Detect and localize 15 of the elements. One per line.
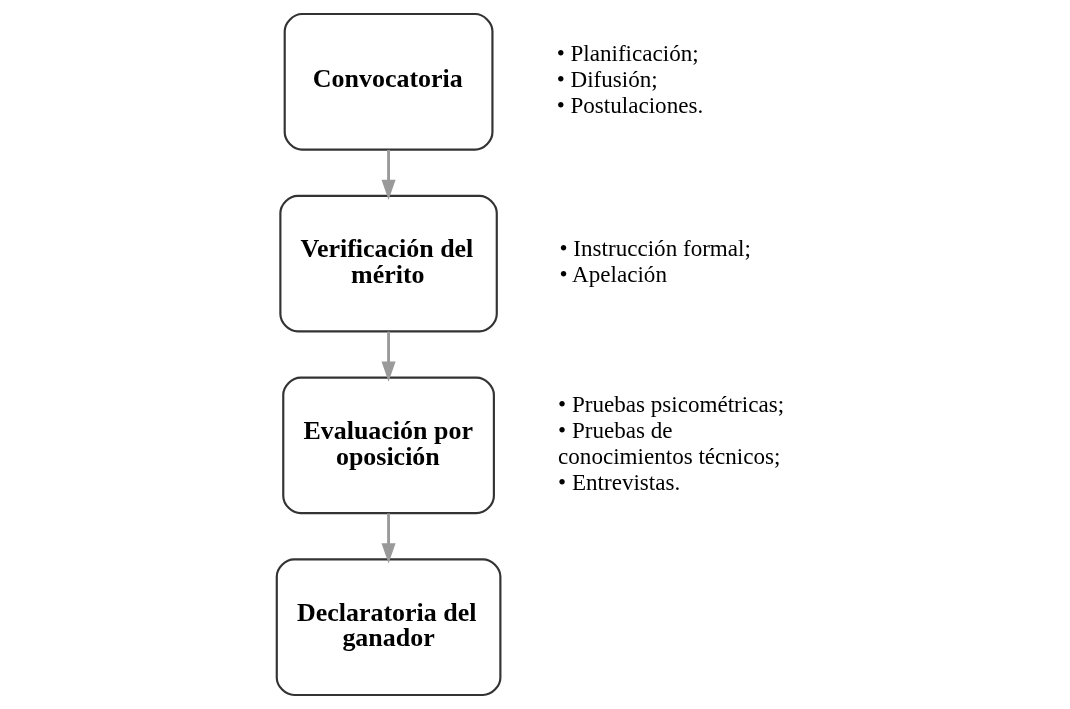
- arrow: [381, 331, 396, 382]
- node-label: • Difusión;: [556, 66, 658, 93]
- node-box: Verificación del mérito: [279, 194, 498, 333]
- node-box: Convocatoria: [283, 12, 494, 151]
- node-label: • Pruebas de conocimientos técnicos;: [558, 416, 781, 469]
- node-box: Declaratoria del ganador: [275, 558, 502, 697]
- node-label: • Instrucción formal;: [559, 235, 751, 262]
- node-box: Evaluación por oposición: [282, 376, 495, 515]
- arrow: [381, 513, 396, 564]
- node-label: • Pruebas psicométricas;: [558, 390, 785, 417]
- node-label: • Postulaciones.: [556, 92, 704, 119]
- node-label: • Apelación: [559, 261, 667, 288]
- node-label: • Entrevistas.: [558, 468, 681, 495]
- node-label: • Planificación;: [556, 40, 699, 67]
- arrow: [381, 149, 396, 200]
